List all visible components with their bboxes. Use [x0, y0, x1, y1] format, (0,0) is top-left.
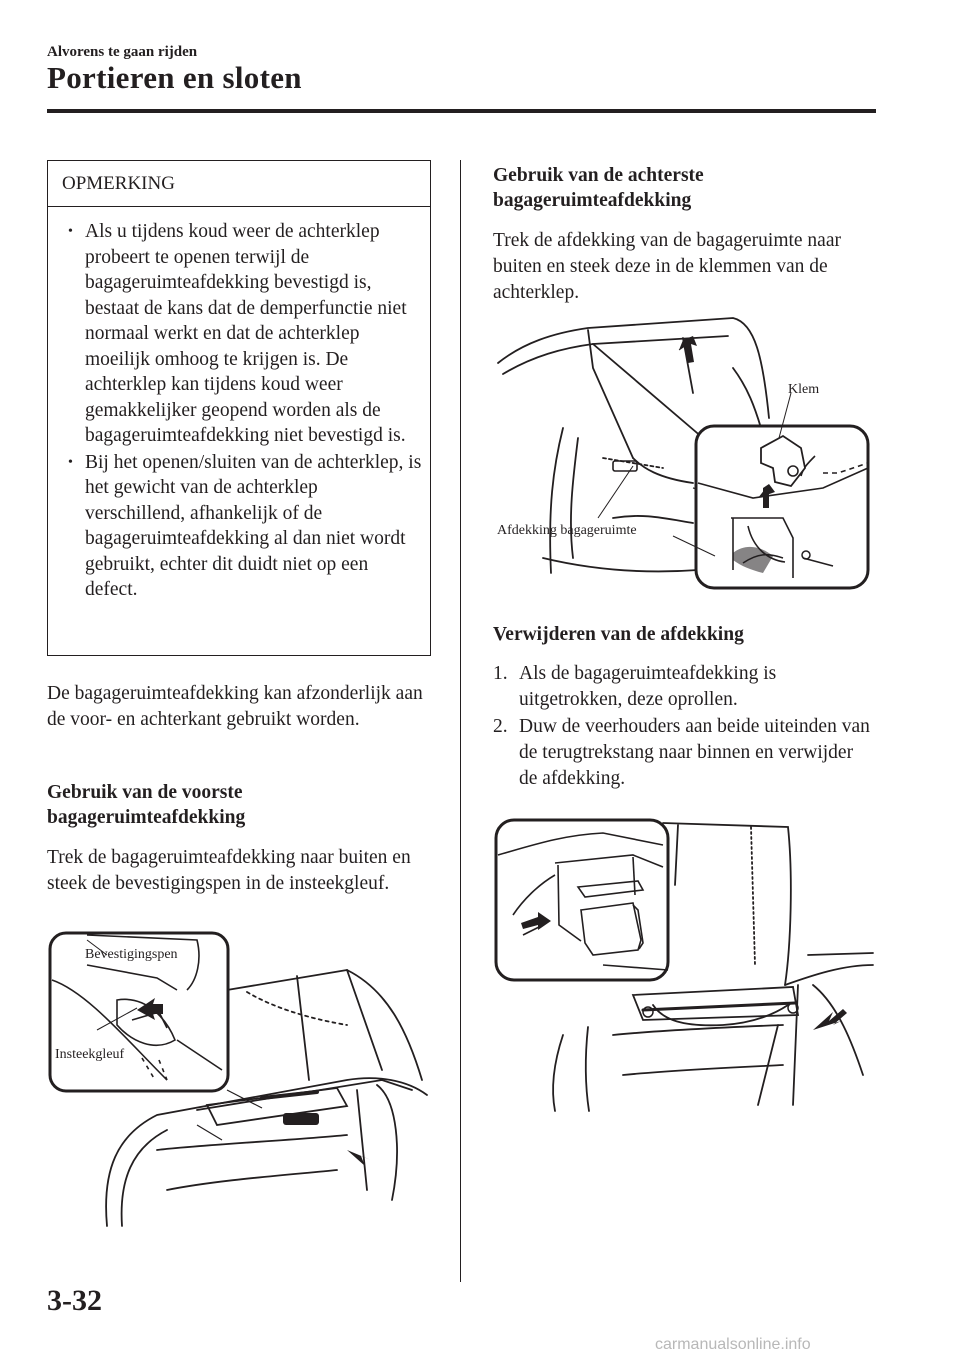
watermark: carmanualsonline.info	[655, 1336, 811, 1353]
note-item: • Als u tijdens koud weer de achterklep p…	[48, 219, 422, 449]
fig2-label-cover: Afdekking bagageruimte	[497, 523, 637, 538]
step-item: 1. Als de bagageruimteafdekking is uitget…	[493, 661, 873, 713]
header-rule	[47, 109, 876, 113]
fig1-label-pin: Bevestigingspen	[85, 947, 178, 962]
remove-cover-illustration	[494, 818, 874, 1112]
remove-cover-heading: Verwijderen van de afdekking	[493, 624, 744, 645]
removal-steps: 1. Als de bagageruimteafdekking is uitget…	[493, 661, 873, 793]
note-box: OPMERKING • Als u tijdens koud weer de ac…	[47, 160, 431, 656]
column-divider	[460, 160, 461, 1282]
step-number: 1.	[493, 663, 508, 684]
rear-cover-heading: Gebruik van de achterste bagageruimteafd…	[493, 165, 704, 211]
rear-cover-paragraph: Trek de afdekking van de bagageruimte na…	[493, 230, 841, 303]
chapter-label: Alvorens te gaan rijden	[47, 44, 198, 60]
step-text: Duw de veerhouders aan beide uiteinden v…	[519, 716, 870, 789]
step-text: Als de bagageruimteafdekking is uitgetro…	[519, 663, 777, 710]
note-item-text: Bij het openen/sluiten van de achterklep…	[85, 451, 422, 601]
bullet-icon: •	[68, 454, 73, 470]
front-cover-illustration: Bevestigingspen Insteekgleuf	[48, 931, 428, 1227]
rear-cover-illustration: Klem Afdekking bagageruimte	[497, 317, 870, 590]
step-number: 2.	[493, 716, 508, 737]
page-number: 3-32	[47, 1284, 102, 1317]
fig2-label-clip: Klem	[788, 382, 819, 397]
note-list: • Als u tijdens koud weer de achterklep p…	[48, 207, 430, 603]
intro-paragraph: De bagageruimteafdekking kan afzonderlij…	[47, 683, 423, 730]
page-title: Portieren en sloten	[47, 60, 302, 95]
note-item: • Bij het openen/sluiten van de achterkle…	[48, 450, 422, 603]
front-cover-paragraph: Trek de bagageruimteafdekking naar buite…	[47, 847, 411, 894]
step-item: 2. Duw de veerhouders aan beide uiteinden…	[493, 714, 873, 792]
bullet-icon: •	[68, 224, 73, 239]
fig1-label-slot: Insteekgleuf	[55, 1047, 125, 1062]
note-item-text: Als u tijdens koud weer de achterklep pr…	[85, 221, 407, 446]
note-heading: OPMERKING	[48, 161, 430, 207]
front-cover-heading: Gebruik van de voorste bagageruimteafdek…	[47, 782, 246, 828]
